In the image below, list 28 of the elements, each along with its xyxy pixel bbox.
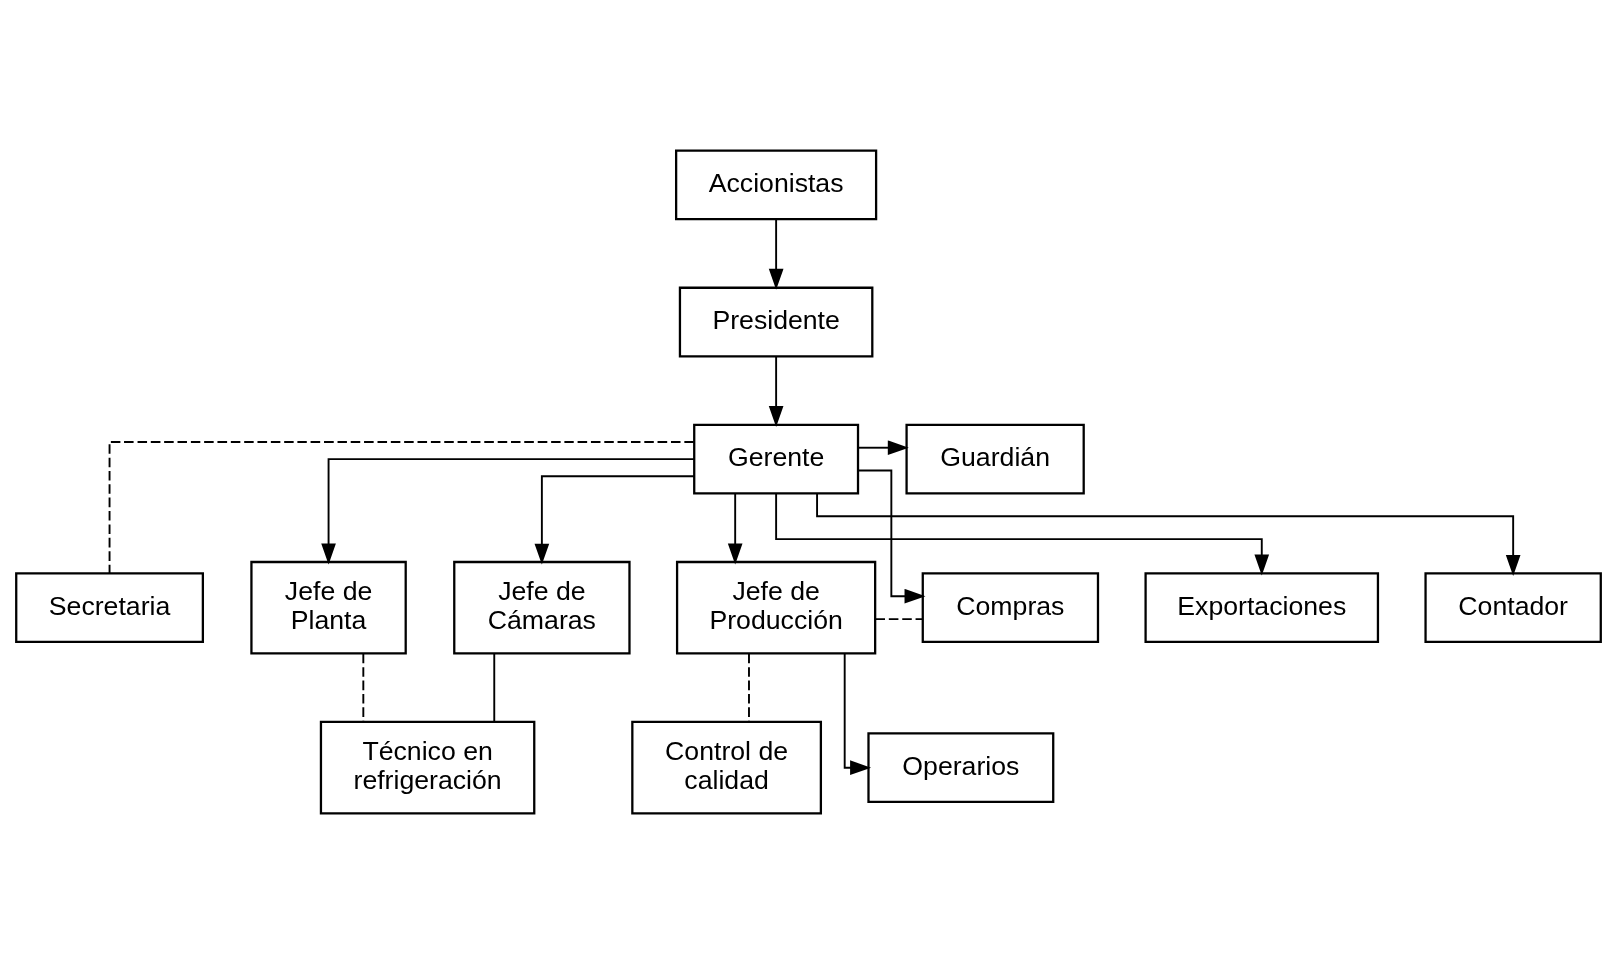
connector	[108, 441, 695, 575]
node-box: Jefe de Cámaras	[453, 560, 631, 655]
node-box: Guardián	[905, 423, 1085, 495]
node-box: Jefe de Planta	[250, 560, 407, 655]
arrow	[727, 492, 743, 565]
arrow	[534, 475, 696, 565]
connector	[748, 653, 750, 723]
node-box: Técnico en refrigeración	[319, 720, 536, 815]
arrow	[768, 218, 784, 290]
node-box: Control de calidad	[631, 720, 823, 815]
arrow	[857, 440, 909, 456]
arrow	[321, 458, 695, 565]
arrow	[843, 653, 872, 775]
connector	[493, 653, 496, 723]
connector	[874, 618, 924, 621]
node-box: Secretaria	[15, 572, 204, 644]
node-box: Exportaciones	[1144, 572, 1380, 644]
node-box: Compras	[921, 572, 1100, 644]
node-box: Contador	[1424, 572, 1602, 644]
node-box: Jefe de Producción	[675, 560, 877, 655]
node-box: Presidente	[678, 286, 874, 358]
arrow	[775, 492, 1270, 576]
connector	[362, 653, 365, 723]
node-box: Operarios	[867, 732, 1055, 804]
arrow	[768, 355, 784, 427]
arrow	[857, 469, 926, 604]
node-box: Accionistas	[675, 149, 878, 221]
node-box: Gerente	[693, 423, 860, 495]
